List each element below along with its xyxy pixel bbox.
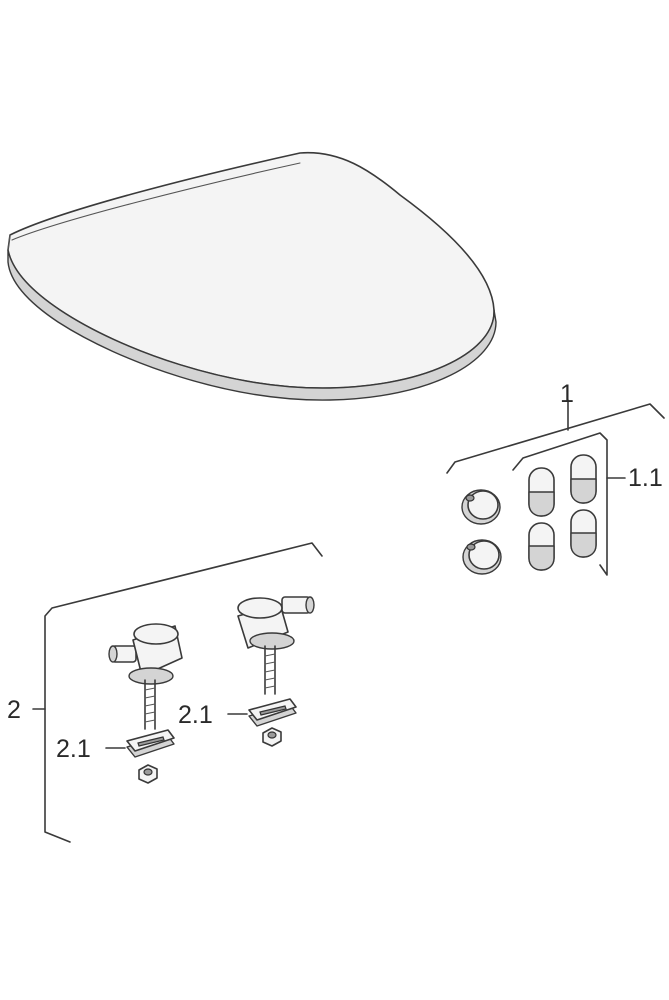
callout-2-1-label-left: 2.1: [56, 735, 91, 763]
round-buffer: [462, 539, 502, 575]
callout-2-label: 2: [7, 696, 21, 724]
clamp-plate-right: [248, 698, 297, 727]
hinge-left: [108, 623, 183, 730]
cylinder-buffers: [528, 454, 597, 571]
cylinder-buffer: [528, 467, 555, 517]
callout-1-1-bracket: [512, 432, 626, 576]
nut-left: [138, 764, 158, 784]
callout-2-bracket: [32, 542, 323, 843]
round-buffer: [461, 489, 501, 525]
callout-1-bracket: [446, 399, 665, 474]
callout-1-label: 1: [560, 380, 574, 408]
round-buffers: [461, 489, 502, 575]
callout-2-1-label-right: 2.1: [178, 701, 213, 729]
cylinder-buffer: [570, 454, 597, 504]
toilet-seat-lid: [7, 151, 497, 401]
nut-right: [262, 727, 282, 747]
hinge-right: [237, 596, 315, 695]
cylinder-buffer: [528, 522, 555, 571]
callout-1-1-label: 1.1: [628, 464, 663, 492]
clamp-plate-left: [126, 729, 175, 758]
cylinder-buffer: [570, 509, 597, 558]
